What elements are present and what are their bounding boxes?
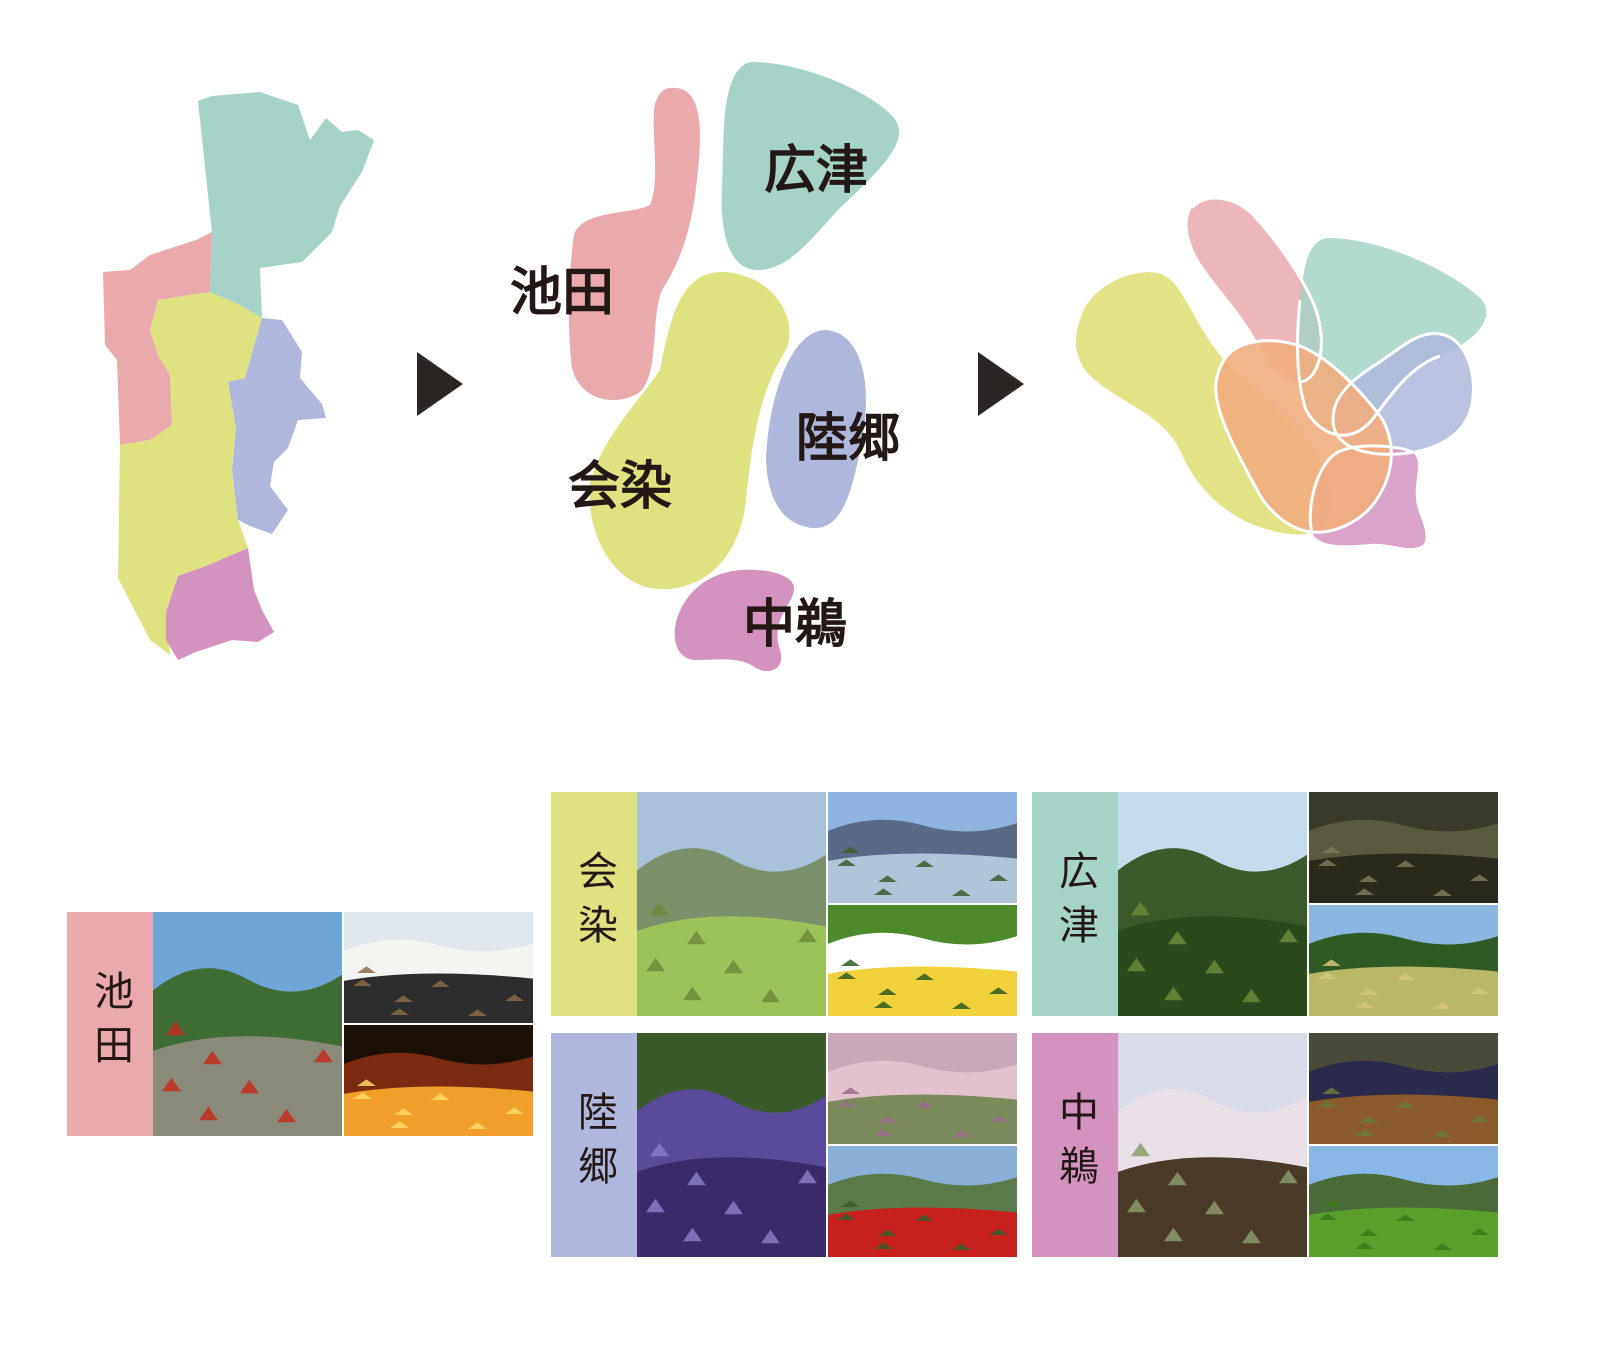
district-nakau: [166, 548, 274, 660]
lavender-bee-photo: [637, 1033, 826, 1257]
chamomile-bee-photo: [828, 905, 1017, 1016]
torii-shrine-photo: [153, 912, 342, 1136]
card-photos: [637, 1033, 1017, 1257]
photo-card-hirotsu: 広津: [1032, 792, 1498, 1016]
label-hirotsu: 広津: [764, 141, 868, 201]
card-photos: [153, 912, 533, 1136]
stone-statues-photo: [1309, 792, 1498, 903]
blob-rikugo: [766, 330, 866, 529]
label-ikeda: 池田: [510, 263, 614, 323]
card-photos: [637, 792, 1017, 1016]
district-ikeda: [103, 101, 212, 445]
lantern-festival-photo: [344, 1025, 533, 1136]
logo-ikeda: [1187, 197, 1322, 383]
blob-aizome: [589, 271, 790, 590]
mountain-paddies-photo: [828, 792, 1017, 903]
overlap-shapes: [1075, 197, 1487, 549]
blob-nakau: [674, 569, 795, 672]
photo-card-aizome: 会染: [551, 792, 1017, 1016]
photo-card-rikugo: 陸郷: [551, 1033, 1017, 1257]
district-hirotsu: [198, 92, 374, 318]
district-aizome: [118, 292, 262, 655]
card-label-tab: 陸郷: [551, 1033, 637, 1257]
overlap-outlines: [1190, 196, 1475, 534]
forest-hills-photo: [1118, 792, 1307, 1016]
cherry-tree-avenue-photo: [1118, 1033, 1307, 1257]
play-triangle-icon: [417, 352, 463, 416]
green-paddy-photo: [1309, 1146, 1498, 1257]
grape-vine-photo: [1309, 1033, 1498, 1144]
card-label: 中鵜: [1052, 1091, 1098, 1199]
red-bridge-photo: [828, 1146, 1017, 1257]
district-rikugo: [228, 318, 326, 534]
card-photos: [1118, 792, 1498, 1016]
white-storehouse-photo: [344, 912, 533, 1023]
card-label-tab: 池田: [67, 912, 153, 1136]
terraced-fields-photo: [1309, 905, 1498, 1016]
blob-map: 広津 池田 陸郷 会染 中鵜: [510, 62, 900, 672]
label-rikugo: 陸郷: [796, 409, 900, 469]
cherry-hillside-hikers-photo: [828, 1033, 1017, 1144]
card-label: 広津: [1052, 850, 1098, 958]
district-map: [103, 92, 374, 660]
label-aizome: 会染: [568, 457, 672, 517]
card-label: 会染: [571, 850, 617, 958]
card-label-tab: 会染: [551, 792, 637, 1016]
play-triangle-icon: [978, 352, 1024, 416]
photo-card-nakau: 中鵜: [1032, 1033, 1498, 1257]
aerial-rice-fields-photo: [637, 792, 826, 1016]
photo-card-ikeda: 池田: [67, 912, 533, 1136]
card-label-tab: 広津: [1032, 792, 1118, 1016]
overlap-logo: [1075, 196, 1487, 549]
label-nakau: 中鵜: [743, 595, 847, 655]
card-label: 池田: [87, 970, 133, 1078]
blob-ikeda: [568, 87, 700, 400]
card-label-tab: 中鵜: [1032, 1033, 1118, 1257]
card-photos: [1118, 1033, 1498, 1257]
blob-hirotsu: [721, 62, 900, 271]
card-label: 陸郷: [571, 1091, 617, 1199]
